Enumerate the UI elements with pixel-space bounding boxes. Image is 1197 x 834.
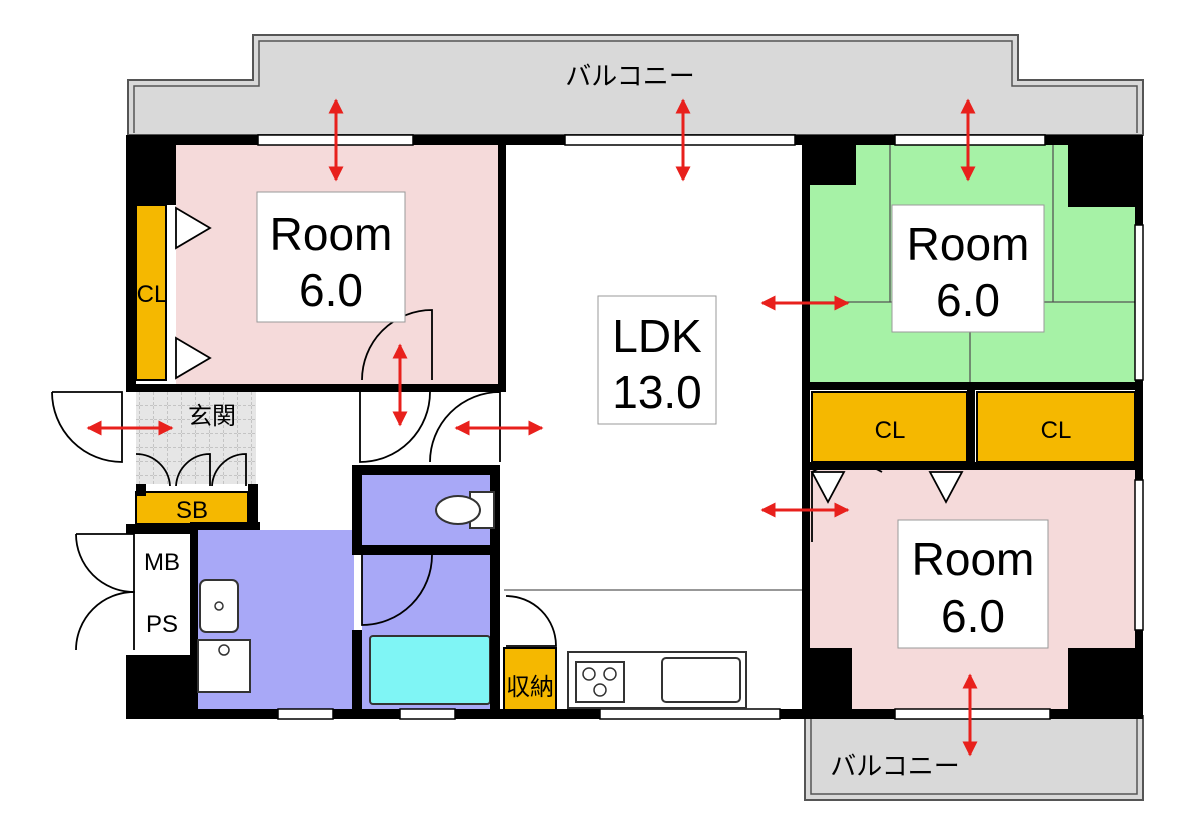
closet-nw-label: CL [137, 281, 168, 308]
storage-label: 収納 [506, 674, 554, 701]
ldk-label-box [597, 295, 717, 425]
shoe-box-label: SB [176, 497, 208, 524]
room-nw-name: Room [270, 208, 393, 260]
room-se-label-box [897, 519, 1049, 649]
closet-door-markers [175, 206, 964, 504]
room-ne-label-box [891, 204, 1045, 333]
doors [51, 309, 883, 651]
room-nw-label-box [256, 191, 406, 323]
ldk-name: LDK [612, 310, 702, 362]
wash-basin [199, 579, 239, 633]
washer-pan [197, 639, 251, 693]
pipe-space-label: PS [146, 611, 178, 638]
closet-e1-label: CL [875, 417, 906, 444]
closet-e2-label: CL [1041, 417, 1072, 444]
room-se-name: Room [912, 533, 1035, 585]
room-ne-size: 6.0 [936, 274, 1000, 326]
sink [661, 657, 741, 703]
room-se-size: 6.0 [941, 590, 1005, 642]
entrance-floor [136, 392, 256, 484]
meter-box-label: MB [144, 549, 180, 576]
storage-floor [503, 647, 557, 711]
balcony-bottom-label: バルコニー [830, 751, 959, 781]
closet-e1 [811, 391, 968, 463]
access-arrows [86, 98, 978, 757]
balcony-top [127, 34, 1144, 136]
toilet [435, 491, 495, 529]
room-ne-name: Room [907, 218, 1030, 270]
entrance-label: 玄関 [188, 403, 236, 430]
ldk-size: 13.0 [612, 366, 702, 418]
room-nw-size: 6.0 [299, 264, 363, 316]
balcony-top-label: バルコニー [565, 61, 694, 91]
bathtub [369, 635, 491, 705]
ldk-floor [504, 144, 802, 710]
